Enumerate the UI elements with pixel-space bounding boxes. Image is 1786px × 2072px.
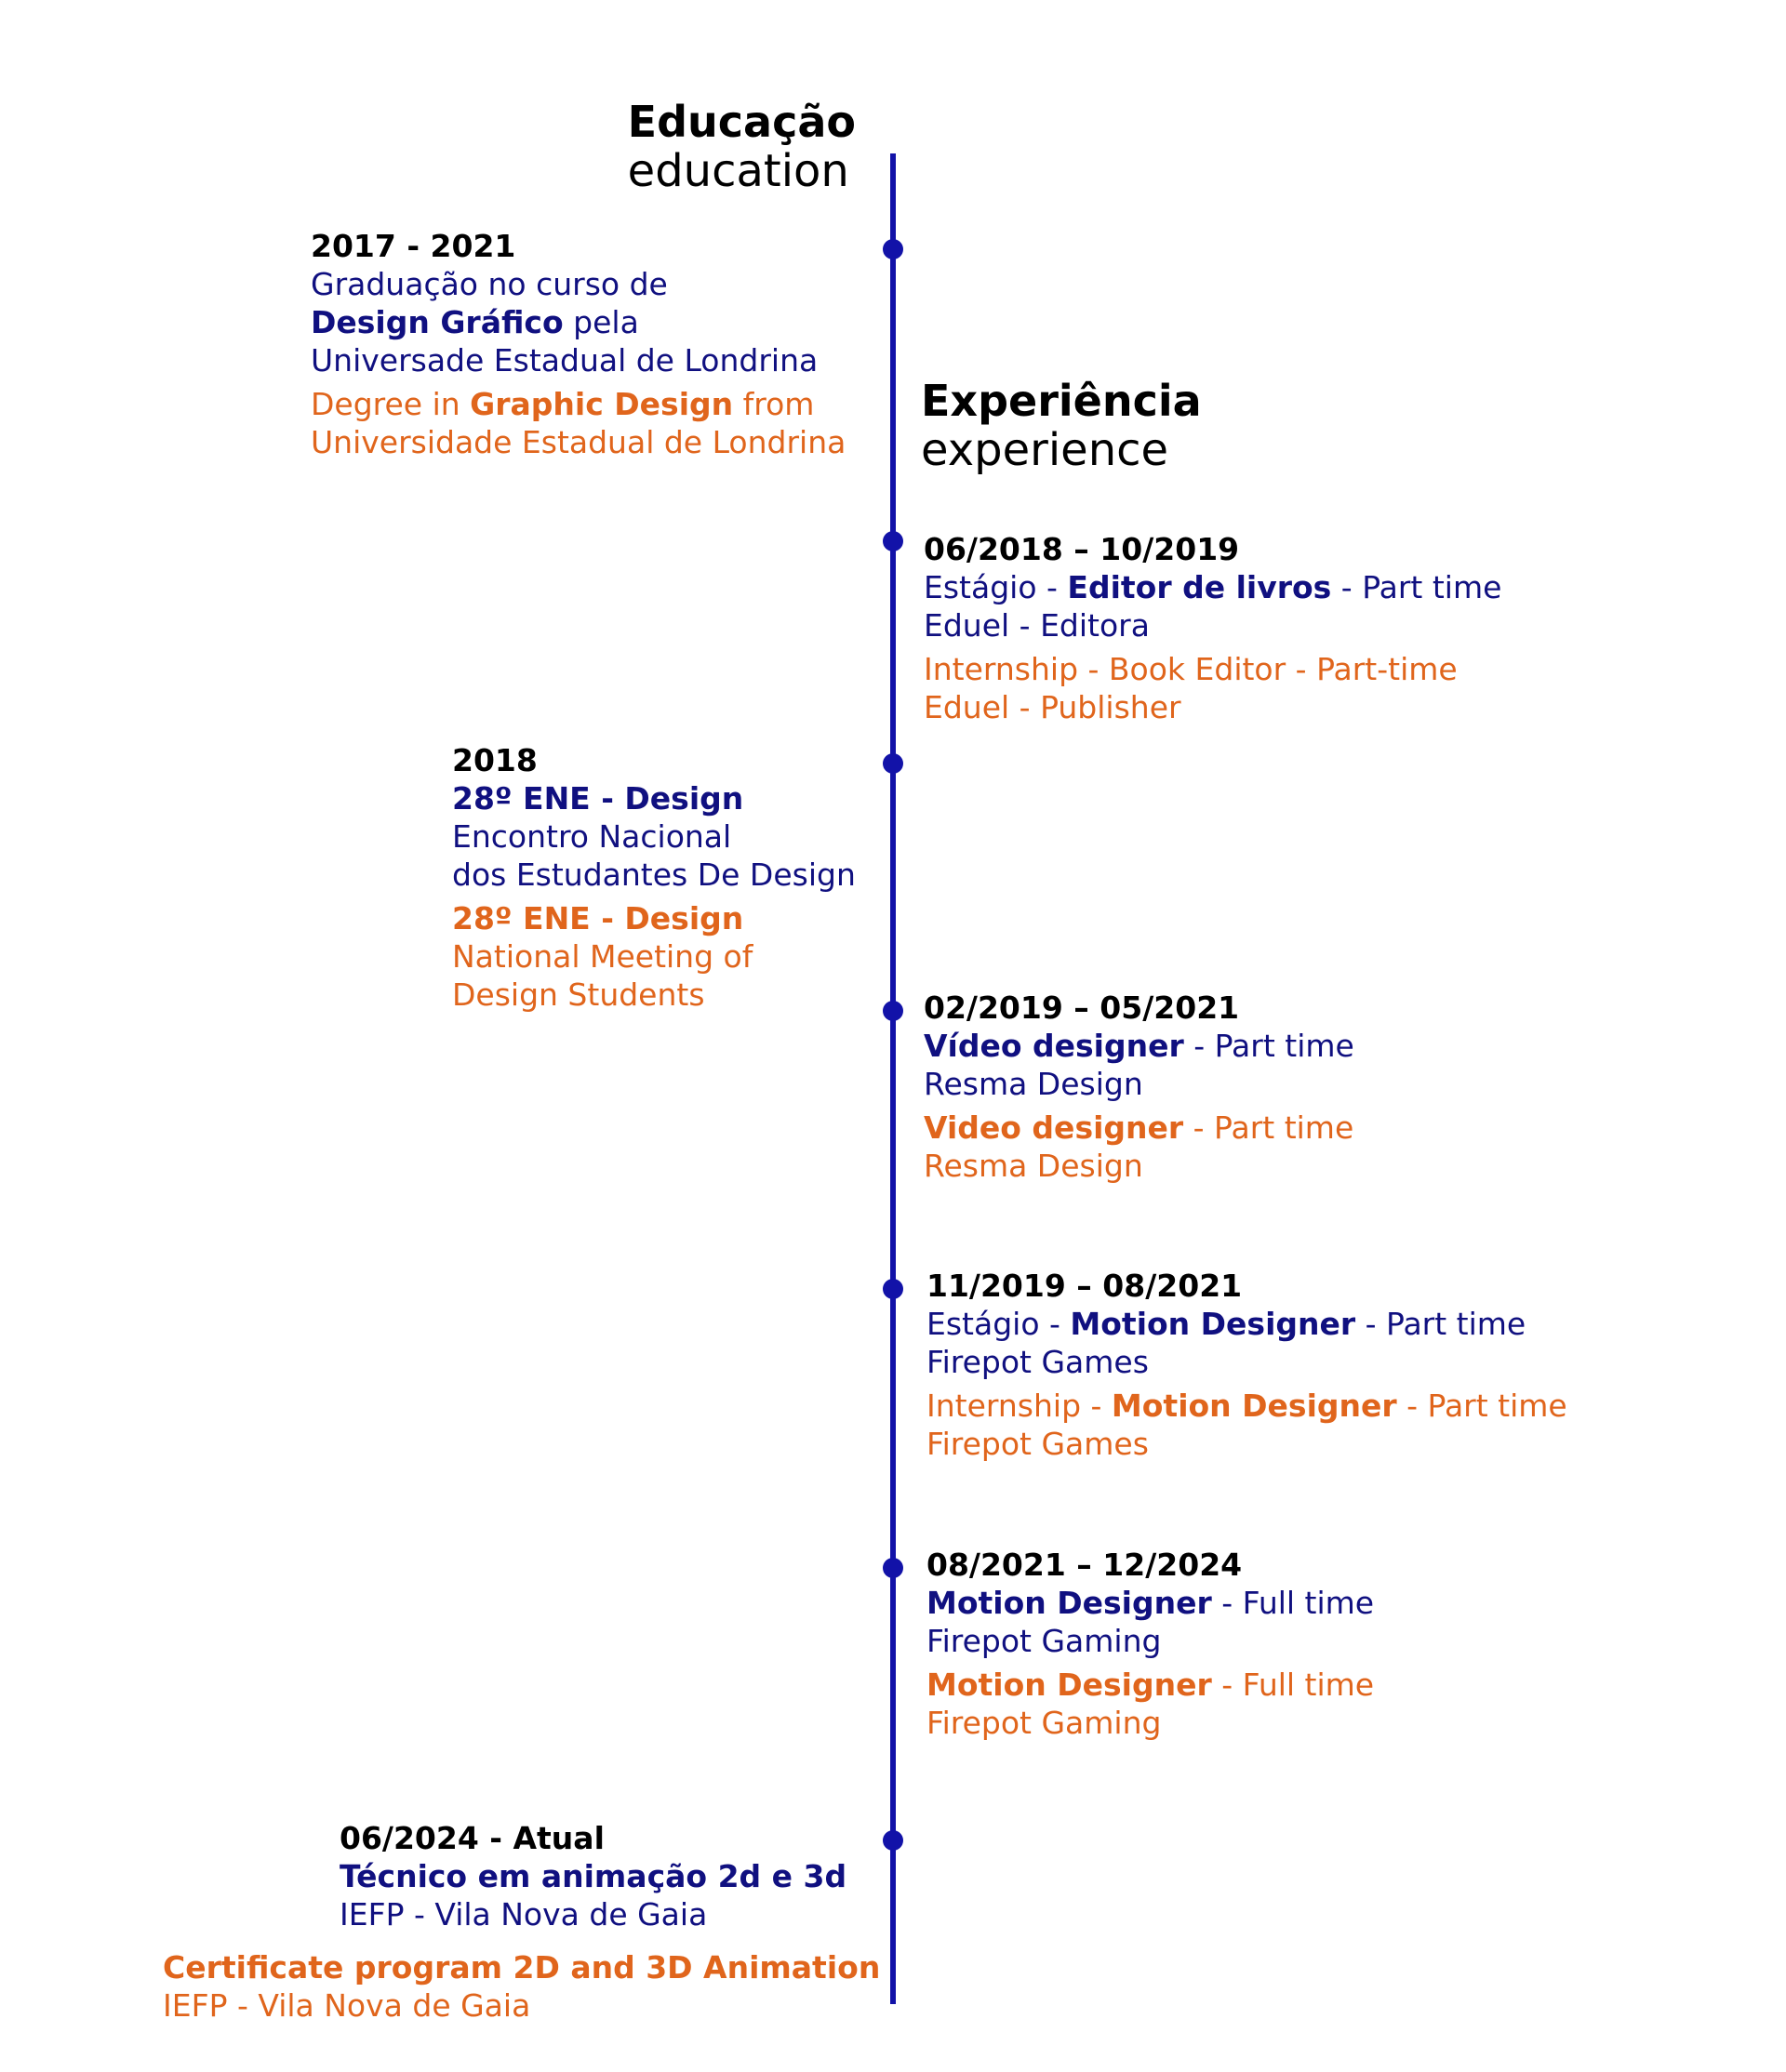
entry-en-line: Motion Designer - Full time — [926, 1666, 1374, 1704]
entry-pt-post: - Part time — [1355, 1306, 1526, 1342]
entry-pt-line: Firepot Gaming — [926, 1623, 1162, 1659]
entry-en-pre: Internship - — [926, 1388, 1112, 1424]
timeline-dot — [883, 753, 903, 774]
entry-pt-bold: Vídeo designer — [924, 1028, 1184, 1064]
experience-heading-pt: Experiência — [921, 376, 1202, 426]
entry-pt-line: IEFP - Vila Nova de Gaia — [340, 1896, 708, 1933]
entry-en-line: Firepot Gaming — [926, 1705, 1162, 1741]
timeline-dot — [883, 239, 903, 259]
entry-date: 02/2019 – 05/2021 — [924, 990, 1240, 1026]
entry-pt-bold: Técnico em animação 2d e 3d — [340, 1858, 847, 1894]
entry-en-post: - Full time — [1211, 1667, 1375, 1703]
entry-pt-line: Resma Design — [924, 1066, 1143, 1102]
education-heading: Educação education — [627, 97, 856, 197]
entry-en-bold: 28º ENE - Design — [452, 900, 744, 936]
entry-pt-rest: pela — [563, 304, 639, 340]
education-entry: 2017 - 2021 Graduação no curso de Design… — [311, 227, 846, 461]
entry-en-line: Internship - Book Editor - Part-time — [924, 651, 1458, 687]
entry-date: 2017 - 2021 — [311, 228, 516, 264]
timeline-axis — [890, 153, 896, 2004]
education-entry: 06/2024 - Atual Técnico em animação 2d e… — [340, 1819, 846, 1933]
entry-en-bold: Motion Designer — [1111, 1388, 1397, 1424]
entry-pt-post: - Part time — [1183, 1028, 1354, 1064]
entry-pt-line: dos Estudantes De Design — [452, 857, 856, 893]
experience-entry: 02/2019 – 05/2021 Vídeo designer - Part … — [924, 989, 1354, 1185]
education-heading-pt: Educação — [627, 97, 856, 147]
entry-pt-line: Universade Estadual de Londrina — [311, 342, 819, 379]
entry-en-bold: Certificate program 2D and 3D Animation — [163, 1949, 881, 1986]
entry-pt-line: Estágio - Editor de livros - Part time — [924, 568, 1501, 606]
entry-en-line: IEFP - Vila Nova de Gaia — [163, 1987, 531, 2024]
entry-pt-line: Vídeo designer - Part time — [924, 1027, 1354, 1065]
entry-en-line: Design Students — [452, 976, 705, 1013]
timeline-dot — [883, 1558, 903, 1578]
entry-en-line: Degree in Graphic Design from — [311, 385, 846, 423]
entry-en-bold: Graphic Design — [470, 386, 734, 422]
entry-en-bold: Motion Designer — [926, 1667, 1212, 1703]
entry-pt-bold: Editor de livros — [1067, 569, 1332, 605]
education-entry-english: Certificate program 2D and 3D Animation … — [163, 1948, 880, 2025]
entry-date: 2018 — [452, 742, 538, 778]
entry-en-post: - Part time — [1396, 1388, 1567, 1424]
entry-pt-line: Firepot Games — [926, 1344, 1149, 1380]
entry-pt-bold: Design Gráfico — [311, 304, 564, 340]
entry-pt-pre: Estágio - — [924, 569, 1068, 605]
education-entry: 2018 28º ENE - Design Encontro Nacional … — [452, 741, 856, 1014]
entry-pt-line: Graduação no curso de — [311, 266, 668, 302]
entry-pt-bold: Motion Designer — [926, 1585, 1212, 1621]
entry-pt-line: Eduel - Editora — [924, 607, 1150, 644]
entry-en-line: Firepot Games — [926, 1426, 1149, 1462]
entry-date: 06/2024 - Atual — [340, 1820, 605, 1856]
entry-date: 08/2021 – 12/2024 — [926, 1547, 1243, 1583]
entry-pt-line: Encontro Nacional — [452, 818, 732, 855]
entry-pt-post: - Part time — [1331, 569, 1502, 605]
timeline-dot — [883, 1279, 903, 1299]
entry-pt-line: Técnico em animação 2d e 3d — [340, 1857, 846, 1895]
entry-en-line: Resma Design — [924, 1148, 1143, 1184]
entry-en-line: National Meeting of — [452, 938, 753, 975]
entry-pt-line: Design Gráfico pela — [311, 303, 846, 341]
entry-en-line: 28º ENE - Design — [452, 899, 856, 937]
experience-heading-en: experience — [921, 423, 1169, 476]
entry-pt-bold: 28º ENE - Design — [452, 780, 744, 817]
entry-pt-post: - Full time — [1211, 1585, 1375, 1621]
experience-entry: 11/2019 – 08/2021 Estágio - Motion Desig… — [926, 1267, 1567, 1463]
entry-en-line: Eduel - Publisher — [924, 689, 1181, 725]
entry-en-post: - Part time — [1183, 1109, 1354, 1146]
timeline-dot — [883, 531, 903, 551]
entry-en-post: from — [733, 386, 815, 422]
entry-date: 11/2019 – 08/2021 — [926, 1268, 1243, 1304]
entry-en-line: Video designer - Part time — [924, 1109, 1354, 1147]
entry-pt-line: 28º ENE - Design — [452, 779, 856, 817]
entry-pt-line: Estágio - Motion Designer - Part time — [926, 1305, 1567, 1343]
entry-en-bold: Video designer — [924, 1109, 1184, 1146]
entry-en-line: Universidade Estadual de Londrina — [311, 424, 846, 460]
entry-pt-bold: Motion Designer — [1070, 1306, 1356, 1342]
entry-en-pre: Degree in — [311, 386, 471, 422]
entry-en-line: Certificate program 2D and 3D Animation — [163, 1948, 880, 1986]
entry-pt-pre: Estágio - — [926, 1306, 1071, 1342]
entry-en-line: Internship - Motion Designer - Part time — [926, 1387, 1567, 1425]
entry-pt-line: Motion Designer - Full time — [926, 1584, 1374, 1622]
experience-heading: Experiência experience — [921, 376, 1202, 476]
experience-entry: 08/2021 – 12/2024 Motion Designer - Full… — [926, 1546, 1374, 1742]
experience-entry: 06/2018 – 10/2019 Estágio - Editor de li… — [924, 530, 1501, 726]
entry-date: 06/2018 – 10/2019 — [924, 531, 1240, 567]
timeline-dot — [883, 1001, 903, 1021]
timeline-dot — [883, 1830, 903, 1851]
education-heading-en: education — [627, 144, 849, 197]
